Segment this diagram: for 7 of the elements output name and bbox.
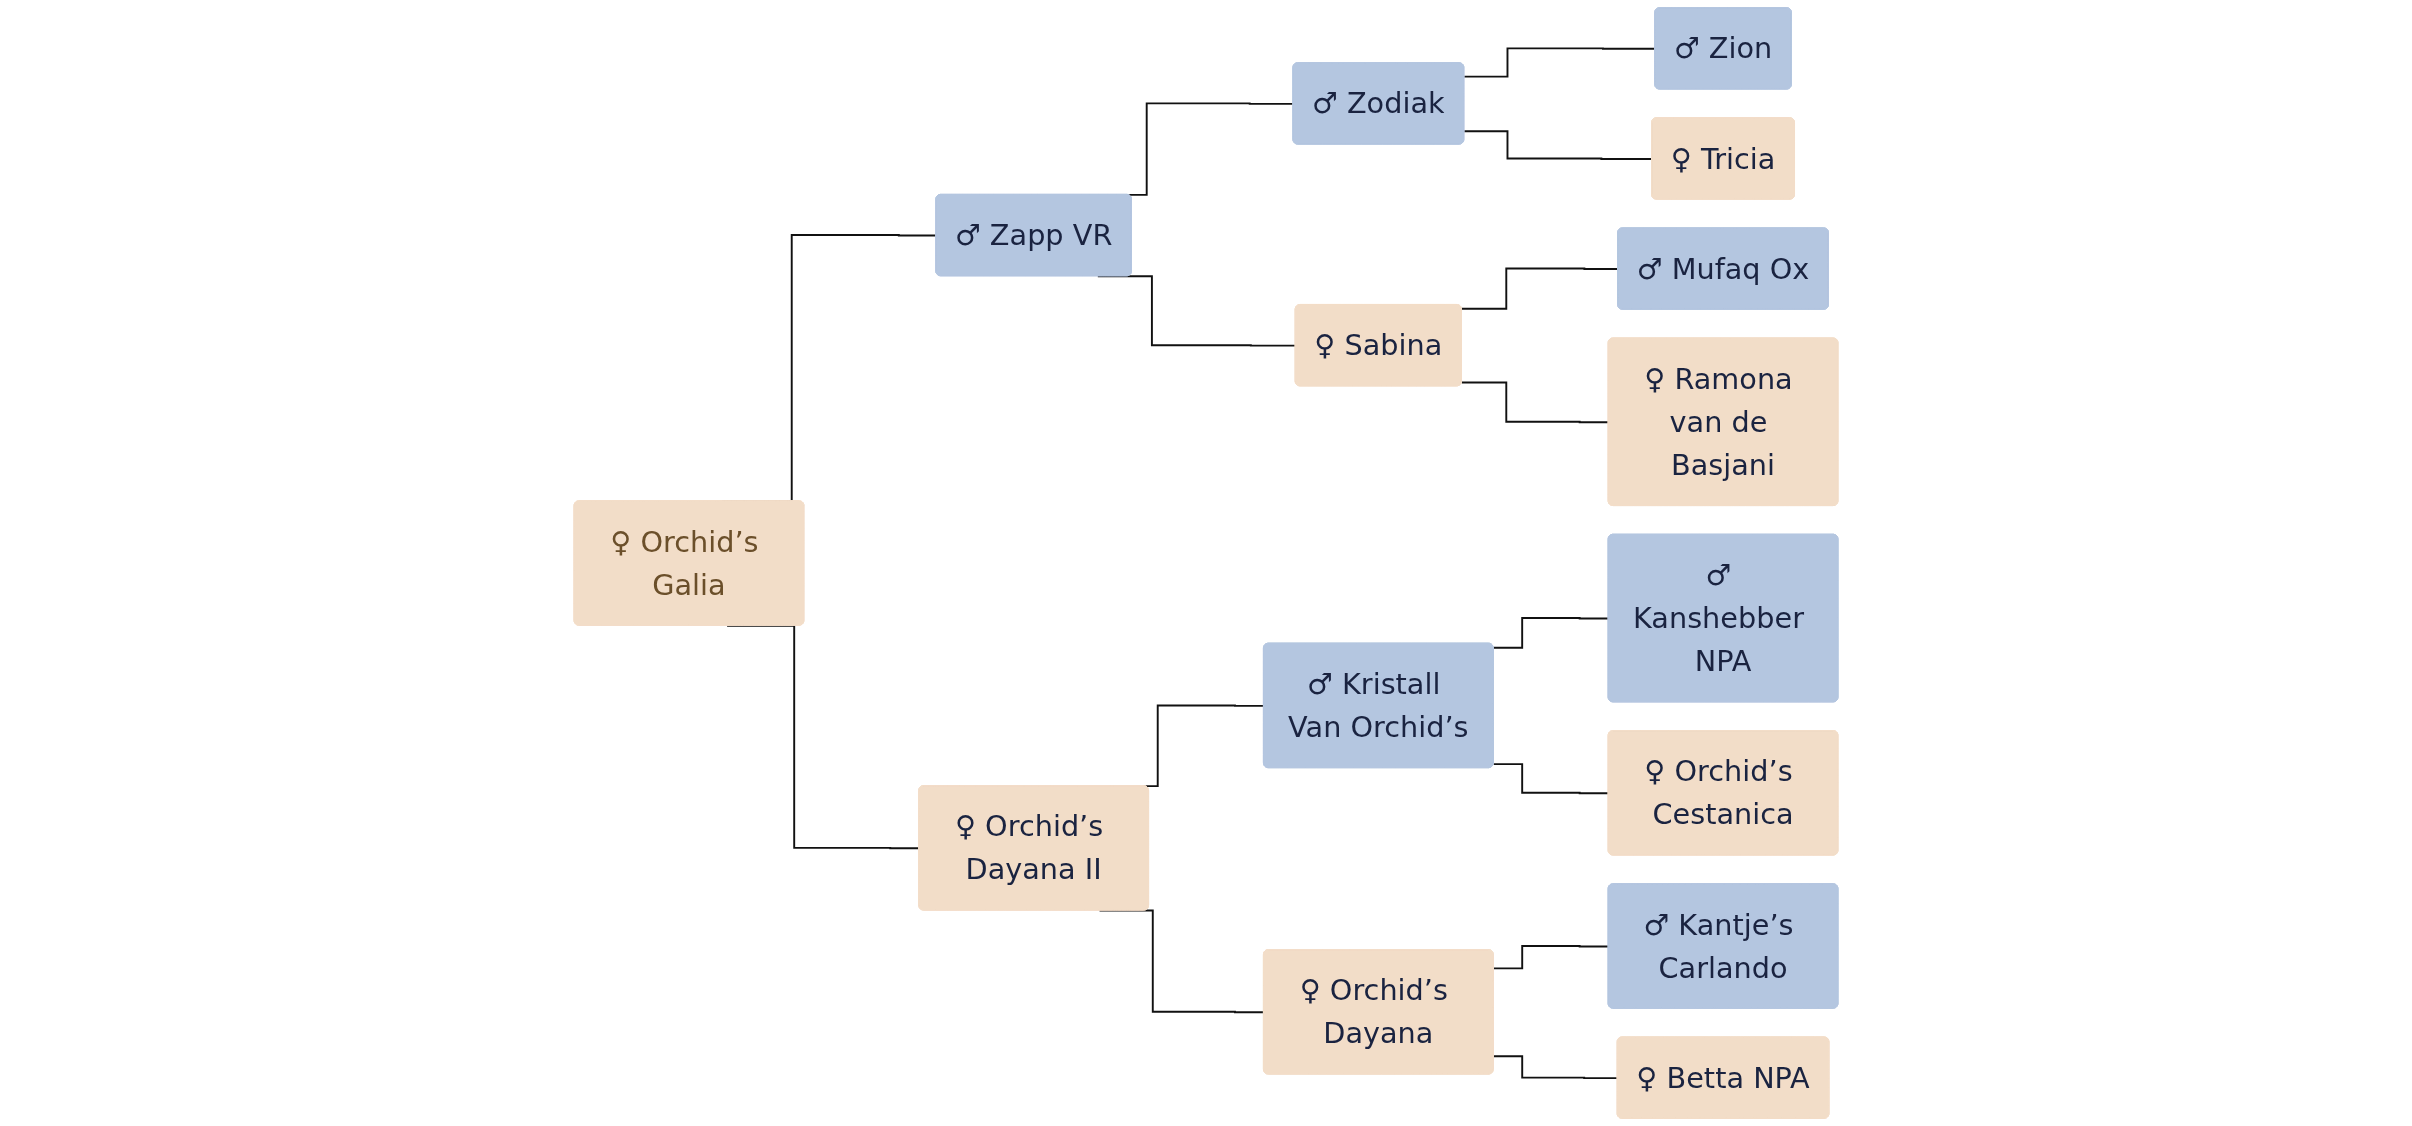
connector (1492, 1055, 1619, 1080)
connector (1492, 763, 1610, 795)
connector (1492, 945, 1610, 970)
connector (1463, 130, 1653, 160)
connector (1460, 381, 1610, 424)
connector (1492, 617, 1610, 649)
connector (1096, 275, 1297, 347)
